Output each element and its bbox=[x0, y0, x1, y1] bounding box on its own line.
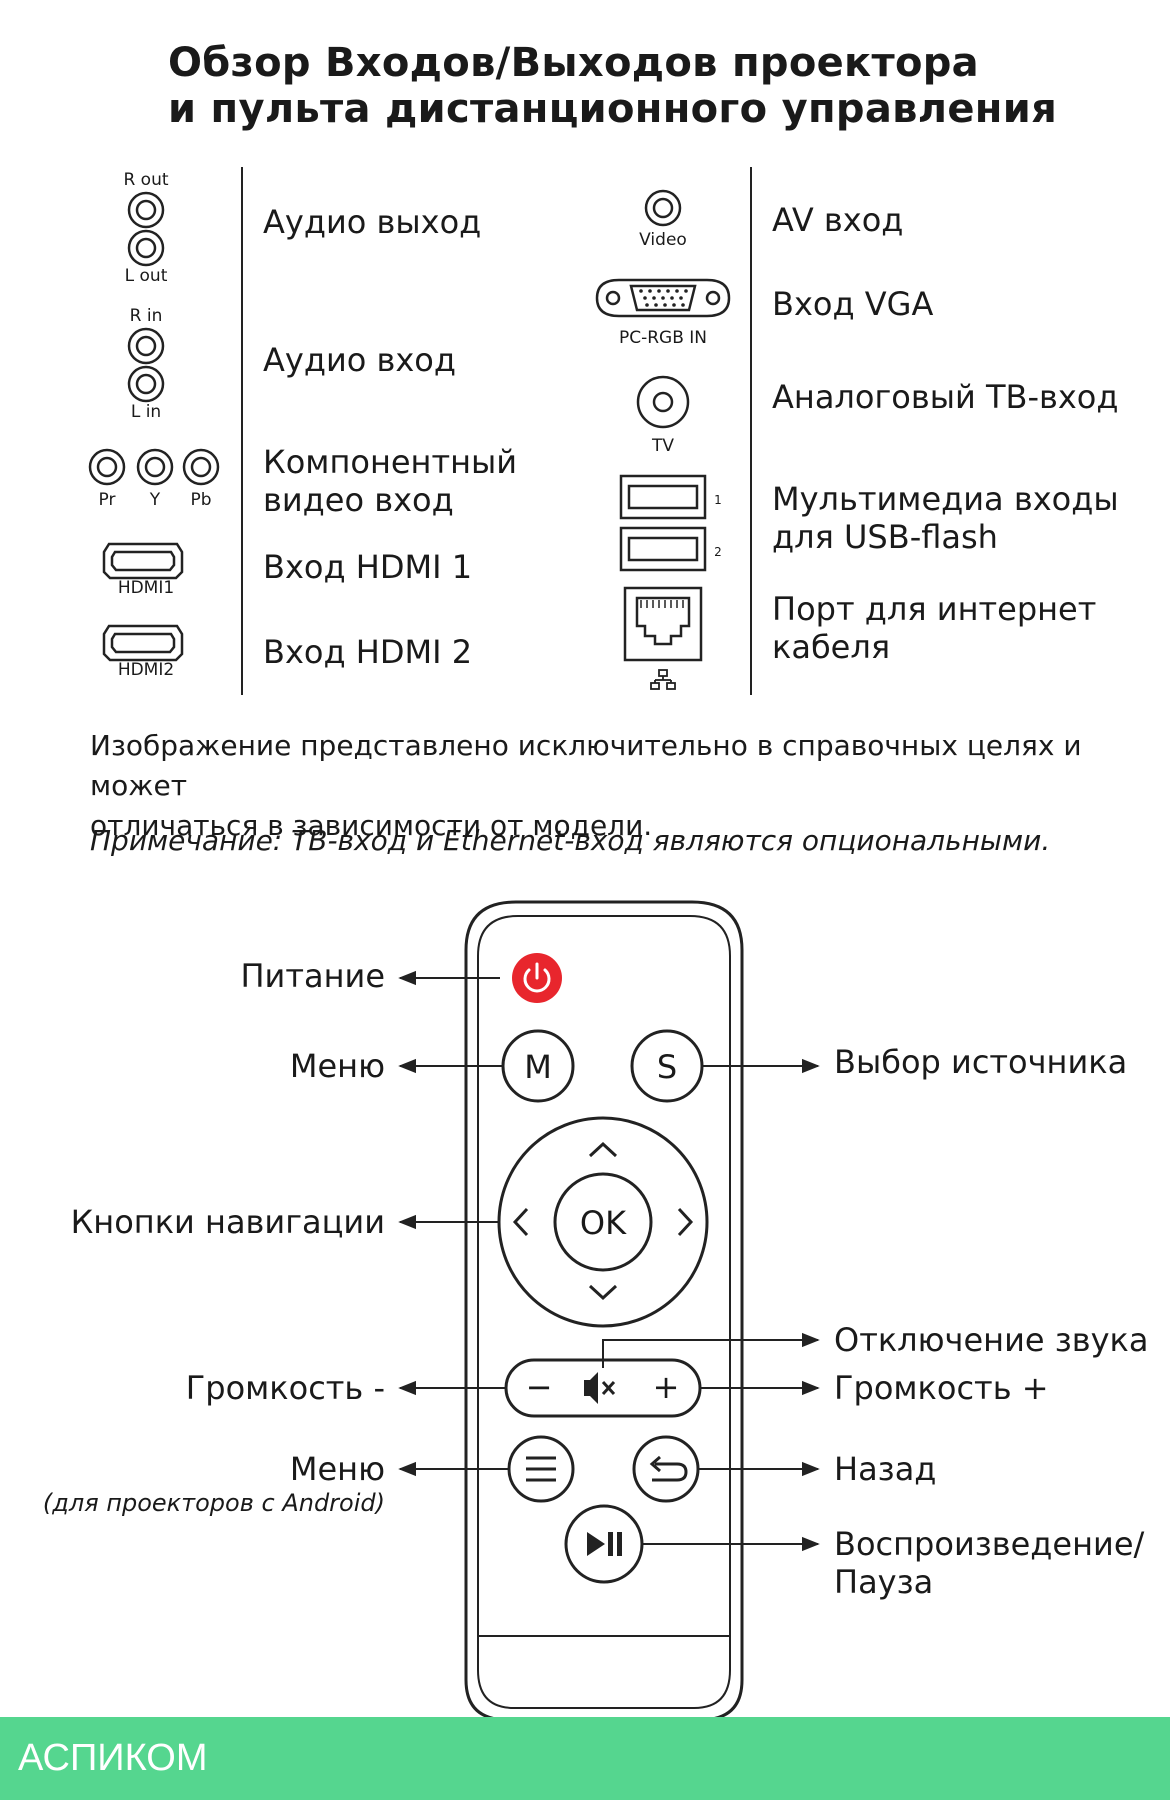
component-label: Компонентный видео вход bbox=[263, 443, 517, 519]
ok-label: OK bbox=[579, 1204, 627, 1242]
av-label: AV вход bbox=[772, 201, 904, 239]
audio-out-r-caption: R out bbox=[123, 170, 169, 190]
hdmi2-port-icon bbox=[102, 624, 184, 662]
lan-label-line-1: Порт для интернет bbox=[772, 590, 1097, 628]
play-callout-line-2: Пауза bbox=[834, 1563, 934, 1601]
nav-callout: Кнопки навигации bbox=[70, 1203, 385, 1241]
play-callout-line-1: Воспроизведение/ bbox=[834, 1525, 1145, 1563]
component-pb-caption: Pb bbox=[190, 490, 212, 510]
vol-down-callout: Громкость - bbox=[185, 1369, 385, 1407]
tv-label: Аналоговый ТВ-вход bbox=[772, 378, 1119, 416]
audio-in-l-caption: L in bbox=[130, 402, 162, 422]
usb-1-caption: 1 bbox=[714, 493, 722, 507]
hdmi2-caption: HDMI2 bbox=[117, 660, 175, 680]
lan-label-line-2: кабеля bbox=[772, 628, 891, 666]
component-pr-caption: Pr bbox=[98, 490, 116, 510]
vga-caption: PC-RGB IN bbox=[618, 328, 708, 348]
play-pause-icon bbox=[587, 1532, 622, 1556]
audio-out-l-jack-icon bbox=[127, 229, 165, 267]
remote-body-outer bbox=[464, 900, 744, 1720]
title-line-1: Обзор Входов/Выходов проектора bbox=[168, 40, 979, 86]
title-line-2: и пульта дистанционного управления bbox=[168, 86, 1058, 132]
mute-callout: Отключение звука bbox=[834, 1321, 1149, 1359]
menu-m-label: M bbox=[524, 1048, 552, 1086]
hdmi2-label: Вход HDMI 2 bbox=[263, 633, 473, 671]
audio-in-label: Аудио вход bbox=[263, 341, 456, 379]
back-button bbox=[632, 1435, 700, 1503]
source-callout: Выбор источника bbox=[834, 1043, 1128, 1081]
source-s-label: S bbox=[656, 1048, 678, 1086]
tv-caption: TV bbox=[651, 436, 674, 456]
disclaimer-line-1: Изображение представлено исключительно в… bbox=[90, 729, 1082, 802]
vga-label: Вход VGA bbox=[772, 285, 934, 323]
nav-down-icon bbox=[588, 1284, 618, 1301]
vol-up-callout: Громкость + bbox=[834, 1369, 1049, 1407]
av-video-caption: Video bbox=[639, 230, 687, 250]
audio-out-label: Аудио выход bbox=[263, 203, 482, 241]
audio-out-r-jack-icon bbox=[127, 191, 165, 229]
av-video-jack-icon bbox=[644, 189, 682, 227]
usb-port-2-icon bbox=[619, 526, 707, 572]
vol-plus-label: + bbox=[652, 1368, 680, 1406]
usb-label: Мультимедиа входы для USB-flash bbox=[772, 480, 1119, 556]
power-icon bbox=[523, 968, 551, 993]
audio-in-r-caption: R in bbox=[129, 306, 163, 326]
left-connectors-icon bbox=[88, 191, 220, 662]
usb-port-1-icon bbox=[619, 474, 707, 520]
ok-button bbox=[553, 1172, 653, 1272]
usb-label-line-1: Мультимедиа входы bbox=[772, 480, 1119, 518]
nav-up-icon bbox=[588, 1141, 618, 1158]
remote-control-diagram bbox=[398, 900, 820, 1720]
left-divider bbox=[241, 167, 243, 695]
menu-callout: Меню bbox=[289, 1047, 385, 1085]
mute-icon bbox=[584, 1372, 616, 1404]
disclaimer-line-2: отличаться в зависимости от модели. bbox=[90, 809, 653, 842]
component-pb-jack-icon bbox=[182, 448, 220, 486]
network-symbol-icon bbox=[650, 669, 676, 690]
nav-right-icon bbox=[677, 1207, 694, 1237]
usb-label-line-2: для USB-flash bbox=[772, 518, 998, 556]
lan-label: Порт для интернет кабеля bbox=[772, 590, 1096, 666]
mute-leader bbox=[602, 1332, 820, 1368]
component-y-caption: Y bbox=[149, 490, 161, 510]
vga-port-icon bbox=[595, 278, 731, 318]
power-button bbox=[512, 953, 562, 1003]
page-title: Обзор Входов/Выходов проектора и пульта … bbox=[168, 40, 1128, 132]
android-menu-callout-sub: (для проекторов с Android) bbox=[42, 1489, 385, 1517]
component-y-jack-icon bbox=[136, 448, 174, 486]
play-callout: Воспроизведение/ Пауза bbox=[834, 1525, 1144, 1601]
audio-out-l-caption: L out bbox=[124, 266, 168, 286]
android-menu-callout-title: Меню bbox=[289, 1450, 385, 1488]
remote-body-inner bbox=[477, 915, 731, 1709]
component-label-line-2: видео вход bbox=[263, 481, 454, 519]
footer-brand: АСПИКОМ bbox=[18, 1737, 208, 1779]
hdmi1-label: Вход HDMI 1 bbox=[263, 548, 473, 586]
remark-text: Примечание: ТВ-вход и Ethernet-вход явля… bbox=[90, 824, 1051, 857]
component-label-line-1: Компонентный bbox=[263, 443, 518, 481]
hdmi1-port-icon bbox=[102, 542, 184, 580]
back-callout: Назад bbox=[834, 1450, 937, 1488]
footer-bar: АСПИКОМ bbox=[0, 1717, 1170, 1800]
power-callout: Питание bbox=[240, 957, 385, 995]
nav-left-icon bbox=[512, 1207, 529, 1237]
right-connectors-icon bbox=[595, 189, 731, 690]
back-arrow-icon bbox=[652, 1462, 688, 1482]
audio-in-l-jack-icon bbox=[127, 365, 165, 403]
right-divider bbox=[750, 167, 752, 695]
usb-2-caption: 2 bbox=[714, 545, 722, 559]
vol-minus-label: − bbox=[525, 1368, 553, 1406]
tv-antenna-jack-icon bbox=[636, 375, 690, 429]
disclaimer-text: Изображение представлено исключительно в… bbox=[90, 726, 1150, 846]
audio-in-r-jack-icon bbox=[127, 327, 165, 365]
android-menu-callout: Меню (для проекторов с Android) bbox=[20, 1450, 385, 1518]
component-pr-jack-icon bbox=[88, 448, 126, 486]
lan-port-icon bbox=[623, 586, 703, 662]
hdmi1-caption: HDMI1 bbox=[117, 578, 175, 598]
